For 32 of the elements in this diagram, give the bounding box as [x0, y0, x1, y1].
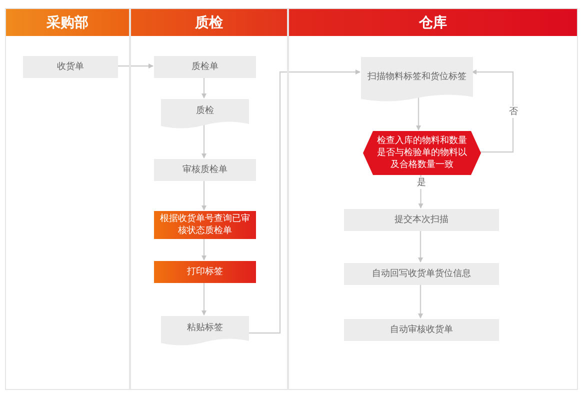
arrow [418, 284, 423, 318]
arrow [202, 180, 206, 210]
swimlane [5, 8, 130, 390]
decision-hexagon: 检查入库的物料和数量是否与检验单的物料以及合格数量一致 [363, 131, 481, 175]
lane-header: 仓库 [289, 9, 577, 36]
process-box: 质检单 [154, 56, 256, 78]
document-box: 质检 [161, 99, 249, 129]
document-box: 扫描物料标签和货位标签 [361, 57, 473, 102]
arrow [472, 70, 514, 153]
arrow [202, 238, 206, 260]
swimlane [130, 8, 288, 390]
arrow [202, 77, 206, 98]
swimlane [288, 8, 578, 390]
arrow [416, 97, 421, 130]
document-box: 粘贴标签 [161, 316, 249, 346]
edge-label: 否 [508, 106, 519, 118]
arrow [418, 174, 424, 208]
process-box: 收货单 [23, 56, 118, 78]
lane-header: 质检 [131, 9, 287, 36]
arrow [117, 64, 154, 68]
process-box: 自动回写收货单货位信息 [344, 263, 499, 285]
edge-label: 是 [416, 177, 427, 189]
arrow [418, 230, 423, 262]
arrow [202, 124, 206, 158]
arrow [248, 70, 360, 334]
arrow [202, 282, 206, 316]
process-box: 自动审核收货单 [344, 319, 499, 341]
process-box: 审核质检单 [154, 159, 256, 181]
process-box: 根据收货单号查询已审核状态质检单 [154, 211, 256, 239]
lane-header: 采购部 [6, 9, 129, 36]
process-box: 提交本次扫描 [344, 209, 499, 231]
process-box: 打印标签 [154, 261, 256, 283]
